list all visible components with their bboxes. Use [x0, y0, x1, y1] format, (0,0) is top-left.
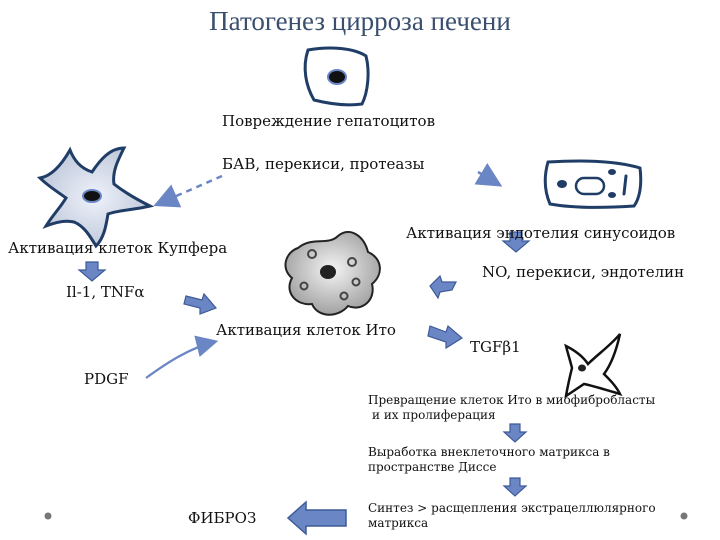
- ito-cell-icon: [284, 231, 381, 316]
- slide-title: Патогенез цирроза печени: [209, 6, 511, 36]
- matrix-production-label: Выработка внеклеточного матрикса в прост…: [368, 445, 610, 474]
- ito-activation-label: Активация клеток Ито: [216, 321, 396, 339]
- fibrosis-label: ФИБРОЗ: [188, 509, 257, 527]
- endothelial-cell-icon: [543, 159, 643, 209]
- block-arrow-endothelium: [501, 231, 531, 253]
- hepatocyte-icon: [303, 46, 370, 107]
- block-arrow-transformation: [502, 423, 528, 443]
- dashed-arrow-left: [153, 174, 223, 208]
- block-arrow-fibrosis: [286, 500, 347, 536]
- kupffer-products-label: Il-1, TNFα: [66, 283, 145, 301]
- block-arrow-ito-to-tgf: [427, 324, 464, 350]
- myofibroblast-icon: [564, 333, 623, 399]
- synthesis-label: Синтез > расщепления экстрацеллюлярного …: [368, 501, 656, 530]
- kupffer-activation-label: Активация клеток Купфера: [8, 239, 228, 257]
- block-arrow-kupffer-to-ito: [183, 292, 218, 315]
- pdgf-label: PDGF: [84, 370, 129, 388]
- dashed-arrow-right: [474, 162, 503, 187]
- kupffer-cell-icon: [36, 146, 155, 249]
- decor-dot-left: [44, 512, 52, 520]
- hepatocyte-damage-label: Повреждение гепатоцитов: [222, 112, 436, 130]
- block-arrow-kupffer: [77, 261, 107, 282]
- block-arrow-endothelium-to-ito: [429, 274, 457, 300]
- endothelium-activation-label: Активация эндотелия синусоидов: [406, 224, 676, 242]
- block-arrow-matrix: [502, 477, 528, 497]
- decor-dot-right: [680, 512, 688, 520]
- tgf-label: TGFβ1: [470, 338, 521, 356]
- endothelium-products-label: NO, перекиси, эндотелин: [482, 263, 685, 281]
- transformation-label: Превращение клеток Ито в миофибробласты …: [368, 393, 656, 422]
- pdgf-arrow: [145, 335, 219, 379]
- mediators-label: БАВ, перекиси, протеазы: [222, 155, 425, 173]
